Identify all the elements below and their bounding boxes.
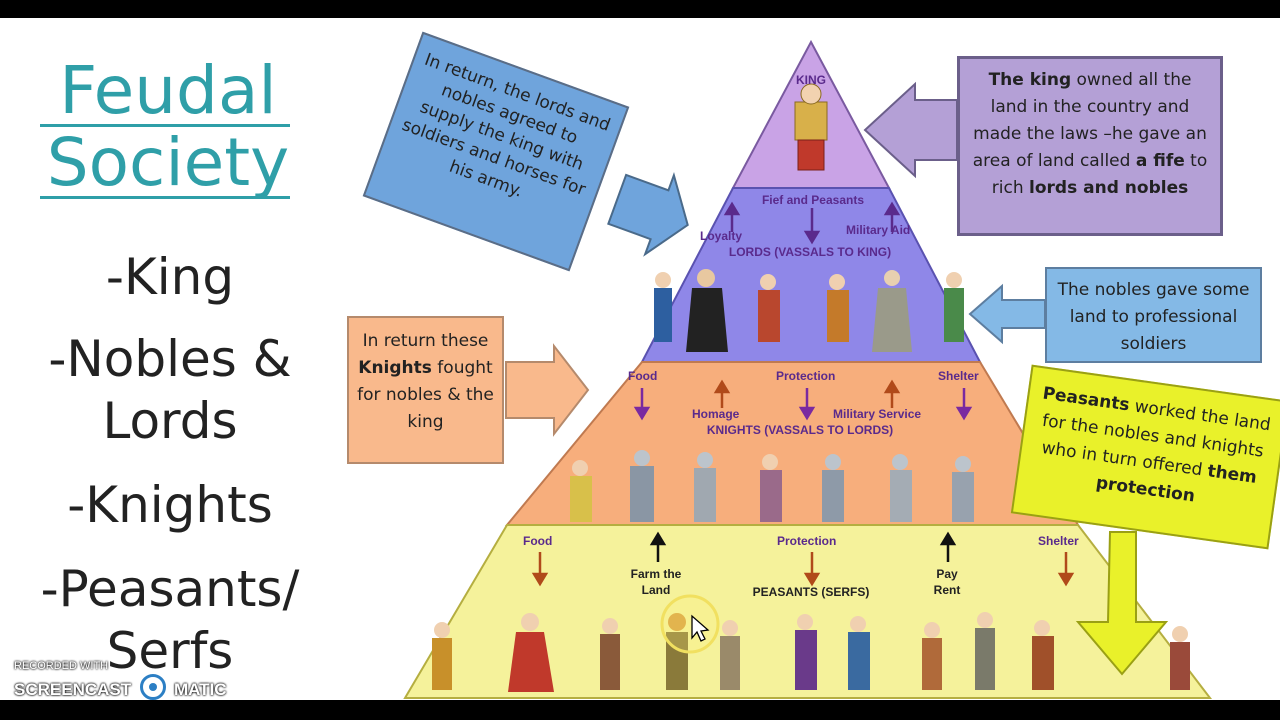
king-lords-nobles: lords and nobles	[1029, 178, 1189, 198]
knights-down-arrows	[633, 388, 973, 421]
feudal-pyramid-diagram: KING Fief and Peasants Loyalty Military …	[330, 31, 1280, 700]
pay-label-line1: Pay	[936, 567, 958, 581]
protection-label-2: Protection	[777, 534, 836, 548]
list-item-peasants: -Peasants/	[40, 560, 300, 618]
screencast-logo-icon	[140, 674, 166, 700]
peasants-label: PEASANTS (SERFS)	[753, 585, 870, 599]
peasants-up-arrows	[649, 531, 957, 562]
protection-label-1: Protection	[776, 369, 835, 383]
king-text-2: to rich	[991, 151, 1208, 198]
title-underline-1	[40, 124, 290, 127]
king-figure	[794, 83, 828, 171]
nobles-callout-arrow	[968, 283, 1046, 345]
knights-label: KNIGHTS (VASSALS TO LORDS)	[707, 423, 893, 437]
list-item-nobles: -Nobles &	[48, 330, 292, 388]
lords-arrows	[723, 201, 901, 245]
peasants-callout-arrow	[1075, 531, 1169, 676]
list-item-knights: -Knights	[67, 476, 273, 534]
farm-label-line2: Land	[642, 583, 671, 597]
knights-bold: Knights	[358, 358, 432, 378]
cursor-highlight	[660, 594, 720, 654]
peasants-figures	[432, 612, 1190, 692]
slide: Feudal Society -King -Nobles & Lords -Kn…	[0, 18, 1280, 700]
title-underline-2	[40, 196, 290, 199]
lords-figures	[654, 269, 964, 352]
slide-title-line1: Feudal	[59, 52, 277, 129]
knights-text-2: fought for nobles & the king	[357, 358, 494, 432]
watermark-line2: SCREENCAST	[14, 680, 132, 699]
peasants-bold: Peasants	[1041, 383, 1131, 416]
pay-label-line2: Rent	[934, 583, 961, 597]
list-item-serfs: Serfs	[106, 622, 234, 680]
peasants-down-arrows	[531, 552, 1075, 587]
lords-label: LORDS (VASSALS TO KING)	[729, 245, 891, 259]
list-item-king: -King	[105, 248, 235, 306]
king-bold: The king	[988, 70, 1072, 90]
slide-title-line2: Society	[46, 124, 290, 201]
return-lords-arrow	[607, 171, 689, 257]
knights-figures	[570, 450, 974, 522]
food-label-2: Food	[523, 534, 552, 548]
knights-up-arrows	[713, 379, 901, 408]
food-label-1: Food	[628, 369, 657, 383]
king-label: KING	[796, 73, 826, 87]
loyalty-label: Loyalty	[700, 229, 742, 243]
callout-nobles: The nobles gave some land to professiona…	[1045, 267, 1262, 363]
king-fife: a fife	[1135, 151, 1185, 171]
watermark-line3: MATIC	[174, 680, 227, 699]
knights-tier	[504, 361, 1080, 526]
farm-label-line1: Farm the	[631, 567, 682, 581]
military-service-label: Military Service	[833, 407, 921, 421]
callout-knights: In return these Knights fought for noble…	[347, 316, 504, 464]
list-item-lords: Lords	[102, 392, 238, 450]
mouse-pointer-icon	[691, 614, 710, 642]
knights-callout-arrow	[505, 343, 590, 437]
fief-label: Fief and Peasants	[762, 193, 864, 207]
shelter-label-2: Shelter	[1038, 534, 1079, 548]
pyramid-svg: KING Fief and Peasants Loyalty Military …	[403, 39, 1213, 699]
watermark-line1: RECORDED WITH	[14, 660, 109, 672]
king-callout-arrow	[863, 81, 958, 179]
military-aid-label: Military Aid	[846, 223, 910, 237]
knights-text-1: In return these	[362, 331, 489, 351]
callout-king: The king owned all the land in the count…	[957, 56, 1223, 236]
shelter-label-1: Shelter	[938, 369, 979, 383]
king-text-1: owned all the land in the country and ma…	[972, 70, 1207, 171]
homage-label: Homage	[692, 407, 740, 421]
